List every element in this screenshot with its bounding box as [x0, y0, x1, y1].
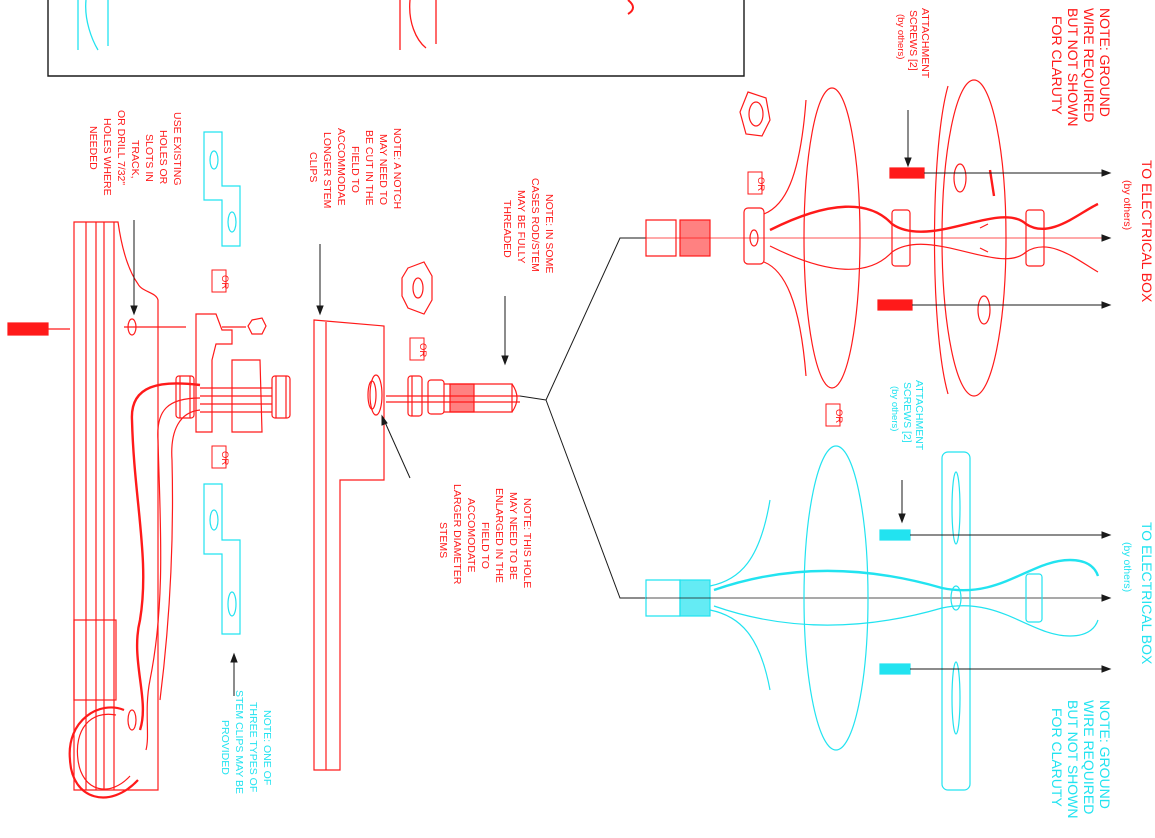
svg-text:(by others): (by others) [1121, 542, 1133, 592]
svg-text:(by others): (by others) [895, 14, 906, 59]
or-label: OR [833, 409, 844, 423]
or-label: OR [417, 343, 428, 357]
svg-text:NOTE: THIS HOLE: NOTE: THIS HOLE [521, 498, 533, 588]
red-canopy-assembly [645, 79, 1110, 397]
svg-text:HOLES OR: HOLES OR [157, 130, 169, 185]
svg-text:ENLARGED IN THE: ENLARGED IN THE [493, 488, 505, 583]
cyan-canopy-assembly [645, 445, 1110, 791]
svg-text:THREE TYPES OF: THREE TYPES OF [247, 702, 259, 792]
svg-text:FOR CLARUTY: FOR CLARUTY [1049, 16, 1065, 115]
svg-text:CLIPS: CLIPS [307, 152, 319, 182]
svg-text:MAY BE FULLY: MAY BE FULLY [515, 190, 527, 264]
note-electrical-box-bottom: TO ELECTRICAL BOX (by others) [1121, 522, 1155, 665]
svg-text:SCREWS [2]: SCREWS [2] [901, 382, 913, 443]
svg-text:NOTE: ONE OF: NOTE: ONE OF [261, 710, 273, 785]
svg-text:ACCOMMODAE: ACCOMMODAE [335, 128, 347, 206]
svg-text:NOTE: GROUND: NOTE: GROUND [1097, 700, 1113, 809]
svg-text:(by others): (by others) [889, 386, 900, 431]
svg-text:ATTACHMENT: ATTACHMENT [919, 8, 931, 79]
or-box-track-lower: OR [211, 445, 230, 469]
or-label: OR [755, 177, 766, 191]
note-attachment-screws-top: ATTACHMENT SCREWS [2] (by others) [895, 8, 931, 79]
svg-text:TRACK,: TRACK, [129, 140, 141, 179]
svg-text:BE CUT IN THE: BE CUT IN THE [363, 130, 375, 205]
svg-text:SCREWS [2]: SCREWS [2] [907, 10, 919, 71]
detail-branch-lines [545, 237, 646, 599]
svg-text:NOTE: A NOTCH: NOTE: A NOTCH [391, 128, 403, 209]
svg-text:OR DRILL 7/32": OR DRILL 7/32" [115, 110, 127, 185]
svg-text:FIELD TO: FIELD TO [479, 522, 491, 569]
svg-text:FIELD TO: FIELD TO [349, 146, 361, 193]
note-threaded-stem: NOTE: IN SOME CASES ROD/STEM MAY BE FULL… [501, 178, 555, 273]
cyan-canopy-arrows [898, 480, 1112, 673]
svg-text:NEEDED: NEEDED [87, 126, 99, 170]
or-box-nut: OR [409, 337, 428, 361]
svg-text:BUT NOT SHOWN: BUT NOT SHOWN [1065, 8, 1081, 127]
svg-text:WIRE REQUIRED: WIRE REQUIRED [1081, 8, 1097, 122]
svg-text:WIRE REQUIRED: WIRE REQUIRED [1081, 700, 1097, 814]
note-use-existing-holes: USE EXISTING HOLES OR SLOTS IN TRACK, OR… [87, 110, 183, 196]
svg-text:ATTACHMENT: ATTACHMENT [913, 380, 925, 451]
note-notch: NOTE: A NOTCH MAY NEED TO BE CUT IN THE … [307, 128, 403, 209]
svg-text:THREADED: THREADED [501, 200, 513, 258]
or-label: OR [219, 275, 230, 289]
svg-text:STEMS: STEMS [437, 522, 449, 558]
svg-text:TO ELECTRICAL BOX: TO ELECTRICAL BOX [1139, 522, 1155, 665]
or-box-track-upper: OR [211, 269, 230, 293]
svg-text:TO ELECTRICAL BOX: TO ELECTRICAL BOX [1139, 160, 1155, 303]
mounting-plate [313, 319, 385, 771]
svg-text:HOLES WHERE: HOLES WHERE [101, 118, 113, 196]
note-electrical-box-top: TO ELECTRICAL BOX (by others) [1121, 160, 1155, 303]
note-ground-wire-bottom: NOTE: GROUND WIRE REQUIRED BUT NOT SHOWN… [1049, 700, 1113, 819]
note-hole-enlarge: NOTE: THIS HOLE MAY NEED TO BE ENLARGED … [437, 484, 533, 588]
stem-clip-options [203, 131, 241, 635]
svg-text:NOTE: GROUND: NOTE: GROUND [1097, 8, 1113, 117]
track-connector-parts [124, 313, 291, 433]
svg-text:USE EXISTING: USE EXISTING [171, 112, 183, 186]
stem-leader [519, 395, 547, 401]
red-canopy-arrows [904, 110, 1112, 309]
svg-text:NOTE: IN SOME: NOTE: IN SOME [543, 194, 555, 273]
or-box-canopy-upper: OR [747, 171, 766, 195]
stem-assembly [386, 261, 520, 417]
svg-text:(by others): (by others) [1121, 180, 1133, 230]
track-assembly [7, 221, 159, 799]
or-box-canopy-between: OR [825, 403, 844, 427]
svg-text:ACCOMODATE: ACCOMODATE [465, 498, 477, 572]
inset-detail-box [47, 0, 745, 77]
svg-text:PROVIDED: PROVIDED [219, 720, 231, 775]
svg-text:MAY NEED TO: MAY NEED TO [377, 134, 389, 205]
note-stem-clips: NOTE: ONE OF THREE TYPES OF STEM CLIPS M… [219, 690, 273, 794]
svg-text:STEM CLIPS MAY BE: STEM CLIPS MAY BE [233, 690, 245, 794]
svg-text:LONGER STEM: LONGER STEM [321, 132, 333, 208]
or-label: OR [219, 451, 230, 465]
note-attachment-screws-bottom: ATTACHMENT SCREWS [2] (by others) [889, 380, 925, 451]
svg-text:SLOTS IN: SLOTS IN [143, 134, 155, 182]
svg-text:CASES ROD/STEM: CASES ROD/STEM [529, 178, 541, 272]
track-wires [130, 382, 201, 751]
svg-text:BUT NOT SHOWN: BUT NOT SHOWN [1065, 700, 1081, 819]
svg-text:LARGER DIAMETER: LARGER DIAMETER [451, 484, 463, 585]
note-ground-wire-top: NOTE: GROUND WIRE REQUIRED BUT NOT SHOWN… [1049, 8, 1113, 127]
svg-text:MAY NEED TO BE: MAY NEED TO BE [507, 492, 519, 580]
svg-text:FOR CLARUTY: FOR CLARUTY [1049, 708, 1065, 807]
note-leaders [130, 220, 509, 696]
